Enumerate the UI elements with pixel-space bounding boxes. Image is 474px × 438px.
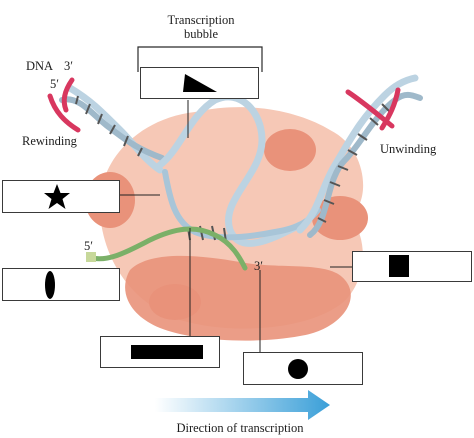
unwinding-twist-icon — [345, 87, 401, 131]
dna-coding-strand — [162, 169, 321, 241]
dna-helix — [59, 74, 423, 247]
answer-box-bar[interactable] — [100, 336, 220, 368]
transcription-bubble-subtitle: bubble — [184, 27, 218, 41]
dna-template-strand — [156, 93, 304, 247]
rewinding-twist-icon — [47, 77, 81, 133]
star-icon — [44, 184, 70, 209]
answer-box-star[interactable] — [2, 180, 120, 213]
rna-5prime-label: 5′ — [84, 239, 93, 253]
dna-left-helix — [66, 84, 164, 174]
answer-box-square[interactable] — [352, 251, 472, 282]
transcription-bubble-title: Transcription — [168, 13, 236, 27]
dna-5prime-label: 5′ — [50, 77, 59, 91]
circle-icon — [288, 359, 308, 379]
triangle-icon — [183, 74, 217, 92]
dna-3prime-label: 3′ — [64, 59, 73, 73]
dna-left-rungs — [75, 95, 143, 157]
rewinding-label: Rewinding — [22, 134, 78, 148]
leader-lines — [120, 100, 352, 352]
dna-right-rungs — [317, 103, 391, 223]
rna-3prime-label: 3′ — [254, 259, 263, 273]
bar-icon — [131, 345, 203, 359]
polymerase-lobe-bottom-left — [149, 284, 201, 320]
answer-box-triangle[interactable] — [140, 67, 259, 99]
transcription-bubble-bracket — [137, 46, 263, 72]
direction-label: Direction of transcription — [176, 421, 304, 435]
dna-right-helix — [296, 74, 419, 234]
rna-transcript — [89, 226, 248, 271]
dna-label: DNA — [26, 59, 53, 73]
direction-arrow — [155, 390, 330, 420]
rna-5prime-cap — [86, 252, 96, 262]
answer-box-circle[interactable] — [243, 352, 363, 385]
unwinding-label: Unwinding — [380, 142, 437, 156]
answer-box-oval[interactable] — [2, 268, 120, 301]
square-icon — [389, 255, 409, 277]
oval-icon — [45, 271, 55, 299]
polymerase-lobe-top — [264, 129, 316, 171]
